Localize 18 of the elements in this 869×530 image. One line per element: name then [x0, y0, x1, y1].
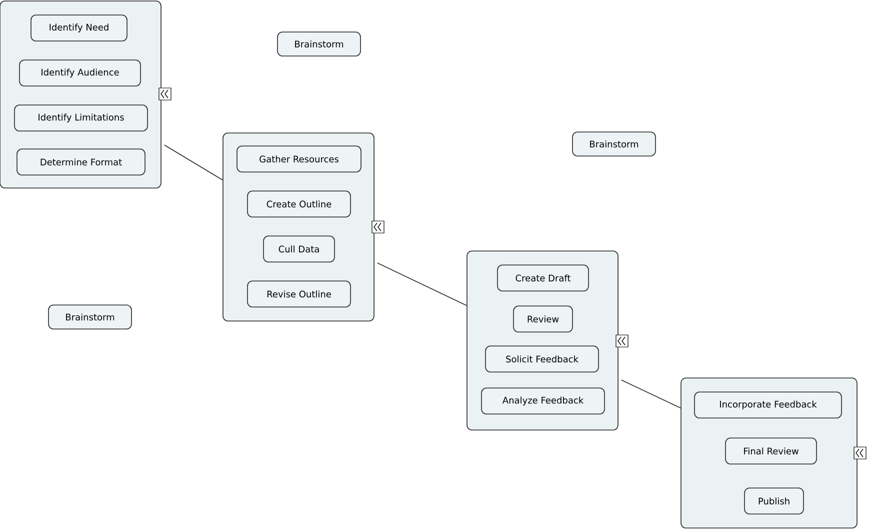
topic-box: Analyze Feedback [481, 388, 605, 414]
topic-box: Final Review [725, 438, 817, 464]
topic-box: Publish [744, 488, 804, 514]
topic-box: Create Outline [247, 190, 351, 218]
topic-box: Identify Audience [19, 60, 141, 86]
topic-box: Incorporate Feedback [694, 392, 842, 418]
topic-box: Gather Resources [236, 146, 362, 172]
topic-box: Brainstorm [572, 132, 656, 156]
topic-box: Brainstorm [277, 32, 361, 56]
topic-box: Cull Data [263, 236, 335, 262]
topic-box: Identify Limitations [14, 104, 148, 132]
topic-box: Create Draft [497, 264, 589, 292]
topic-box: Brainstorm [48, 304, 132, 330]
topic-box: Solicit Feedback [485, 346, 599, 372]
topic-box: Identify Need [30, 14, 128, 42]
topic-box: Revise Outline [247, 280, 351, 308]
topic-box: Review [513, 306, 573, 332]
topic-box: Determine Format [16, 148, 146, 176]
